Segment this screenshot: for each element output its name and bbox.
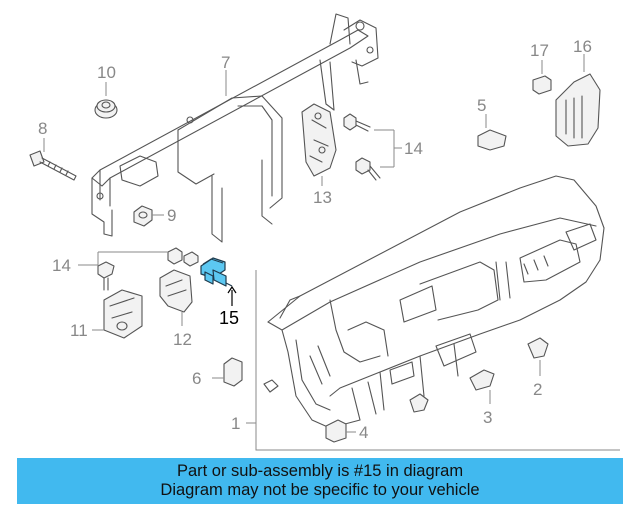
- part-6-clip: [212, 357, 243, 387]
- callout-5: 5: [477, 96, 486, 115]
- part-5-clip: [477, 114, 507, 151]
- part-10-fastener: [94, 82, 118, 119]
- callout-13: 13: [313, 188, 332, 207]
- part-4-clip: [325, 419, 356, 443]
- callout-8: 8: [38, 119, 47, 138]
- part-14-screws-left: [78, 247, 199, 291]
- callout-4: 4: [359, 423, 368, 442]
- callout-7: 7: [221, 53, 230, 72]
- part-12-bracket: [159, 269, 193, 326]
- part-16-side-panel: [555, 54, 601, 147]
- part-14-bolts-right: [343, 113, 402, 181]
- callout-14-left: 14: [52, 256, 71, 275]
- callout-16: 16: [573, 37, 592, 56]
- callout-15: 15: [219, 308, 239, 328]
- part-3-clip: [409, 369, 495, 413]
- callout-3: 3: [483, 408, 492, 427]
- callout-1: 1: [231, 414, 240, 433]
- part-7-cross-car-beam: [91, 13, 379, 243]
- callout-10: 10: [97, 63, 116, 82]
- part-8-bolt: [29, 138, 77, 181]
- part-1-instrument-panel: [246, 175, 620, 451]
- part-17-clip: [532, 60, 552, 95]
- callout-12: 12: [173, 330, 192, 349]
- callout-6: 6: [192, 369, 201, 388]
- banner-line-2: Diagram may not be specific to your vehi…: [160, 481, 480, 499]
- callout-2: 2: [533, 380, 542, 399]
- callout-14-right: 14: [404, 139, 423, 158]
- part-9-nut: [133, 205, 164, 227]
- part-15-highlighted: [200, 257, 237, 306]
- parts-diagram: 7 10 8 9 13 14 5 17 16 14 15 11 12 6 1 4…: [29, 13, 620, 451]
- part-11-bracket: [92, 289, 143, 339]
- callout-9: 9: [167, 206, 176, 225]
- callout-11: 11: [70, 321, 88, 340]
- callout-17: 17: [530, 41, 549, 60]
- part-2-clip: [527, 337, 549, 376]
- part-13-bracket: [301, 103, 337, 186]
- banner-line-1: Part or sub-assembly is #15 in diagram: [176, 462, 464, 480]
- info-banner: Part or sub-assembly is #15 in diagram D…: [17, 458, 623, 504]
